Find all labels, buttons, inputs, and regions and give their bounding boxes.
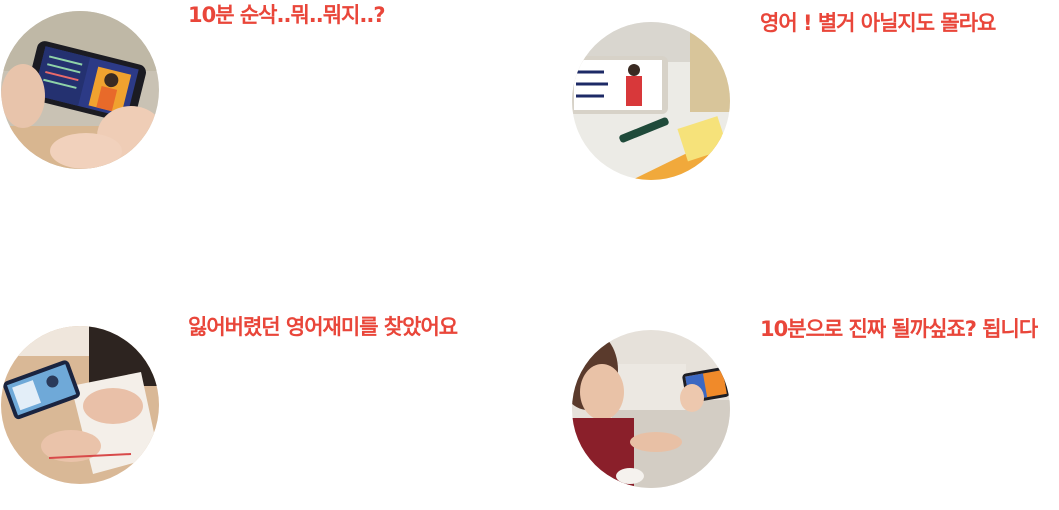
card-title-3: 잃어버렸던 영어재미를 찾았어요 <box>188 315 458 339</box>
card-title-4: 10분으로 진짜 될까싶죠? 됩니다 <box>760 317 1038 341</box>
card-title-2: 영어 ! 별거 아닐지도 몰라요 <box>760 11 996 35</box>
card-title-1: 10분 순삭..뭐..뭐지..? <box>188 3 386 27</box>
hands-holding-phone-photo <box>1 11 159 169</box>
phone-on-stand-photo <box>572 22 730 180</box>
woman-with-phone-photo <box>572 330 730 488</box>
phone-on-table-photo <box>1 326 159 484</box>
